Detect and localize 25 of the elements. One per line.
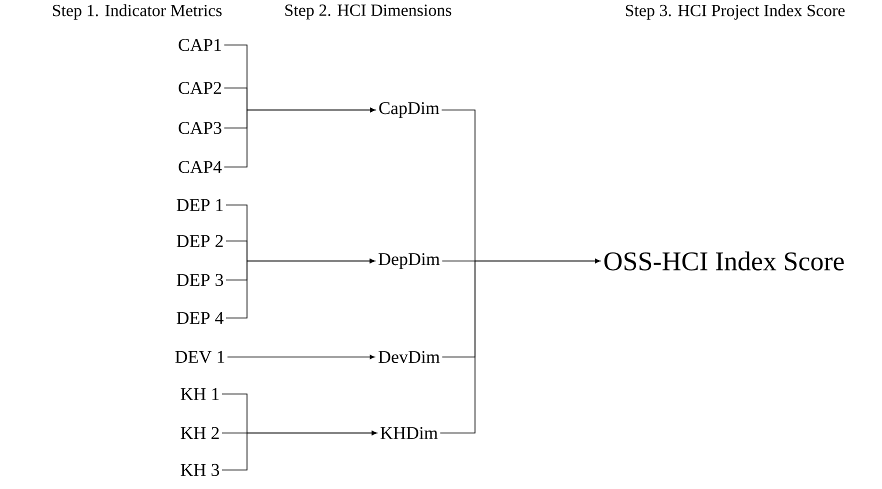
metric-label: CAP2 [178, 82, 222, 94]
metric-label: KH 2 [180, 427, 219, 439]
dimension-label: DevDim [378, 350, 440, 364]
dimension-label: KHDim [380, 427, 438, 439]
arrow [222, 430, 377, 470]
metric-label: KH 1 [180, 388, 219, 400]
metric-label: CAP3 [178, 122, 222, 134]
metric-label: DEP 1 [176, 199, 223, 211]
metric-label: DEP 2 [176, 235, 223, 247]
metric-label: CAP4 [178, 160, 222, 174]
metric-label: DEV 1 [175, 350, 224, 364]
arrow [227, 354, 375, 360]
arrow [226, 258, 375, 318]
step-heading: Step 1. Indicator Metrics [52, 4, 222, 20]
arrow [440, 258, 600, 434]
arrow [224, 108, 376, 168]
step-heading: Step 3. HCI Project Index Score [626, 4, 845, 20]
dimension-label: CapDim [379, 102, 440, 118]
metric-label: DEP 4 [176, 312, 224, 324]
dimension-label: DepDim [378, 253, 440, 269]
metric-label: CAP1 [178, 38, 221, 52]
step-heading: Step 2. HCI Dimensions [285, 4, 452, 20]
metric-label: KH 3 [180, 464, 220, 476]
metric-label: DEP 3 [176, 274, 224, 286]
result-label: OSS-HCI Index Score [604, 251, 844, 270]
